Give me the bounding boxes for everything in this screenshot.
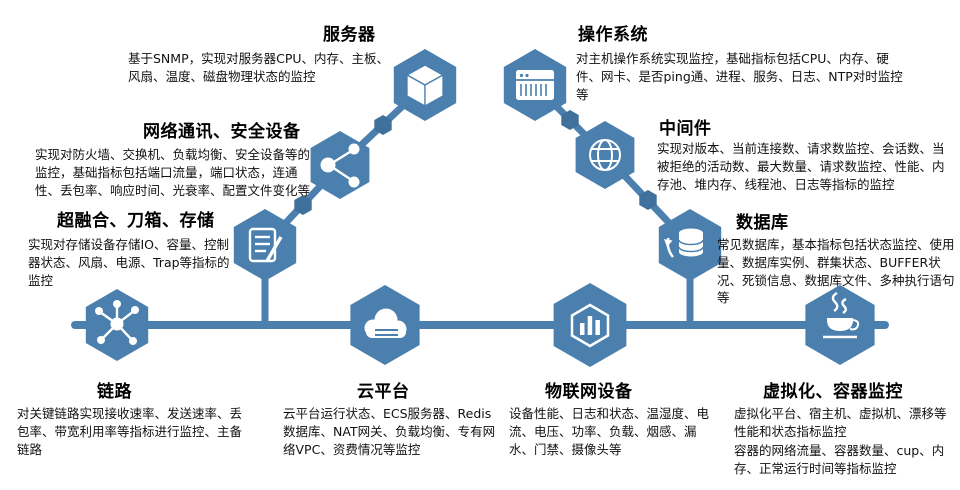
server-rack-icon <box>516 70 554 100</box>
middleware-description: 实现对版本、当前连接数、请求数监控、会话数、当被拒绝的活动数、最大数量、请求数监… <box>657 141 945 192</box>
database-description: 常见数据库，基本指标包括状态监控、使用量、数据库实例、群集状态、BUFFER状况… <box>717 237 955 306</box>
cloud-server-icon <box>364 308 407 338</box>
middleware-hexagon <box>575 121 635 189</box>
server-title: 服务器 <box>323 25 376 45</box>
middleware-title: 中间件 <box>659 119 712 139</box>
hexagon-bars-icon <box>570 303 610 348</box>
database-refresh-icon <box>664 228 704 258</box>
storage-description: 实现对存储设备存储IO、容量、控制器状态、风扇、电源、Trap等指标的监控 <box>28 237 230 288</box>
cloud-title: 云平台 <box>357 382 410 402</box>
server-description: 基于SNMP，实现对服务器CPU、内存、主板、风扇、温度、磁盘物理状态的监控 <box>128 51 390 84</box>
virtualization-title: 虚拟化、容器监控 <box>763 382 903 402</box>
iot-description: 设备性能、日志和状态、温湿度、电流、电压、功率、负载、烟感、漏水、门禁、摄像头等 <box>509 406 710 457</box>
os-description: 对主机操作系统实现监控，基础指标包括CPU、内存、硬件、网卡、是否ping通、进… <box>576 51 903 102</box>
virtualization-description-2: 容器的网络流量、容器数量、cup、内存、正常运行时间等指标监控 <box>734 443 945 476</box>
cloud-description: 云平台运行状态、ECS服务器、Redis数据库、NAT网关、负载均衡、专有网络V… <box>283 406 496 457</box>
scroll-pen-icon <box>248 227 283 263</box>
os-title: 操作系统 <box>578 25 648 45</box>
link-description: 对关键链路实现接收速率、发送速率、丢包率、带宽利用率等指标进行监控、主备链路 <box>17 406 243 457</box>
branch-node-hexagon <box>639 190 657 210</box>
iot-title: 物联网设备 <box>545 382 633 402</box>
branch-node-hexagon <box>374 115 392 135</box>
branch-node-hexagon <box>294 195 312 215</box>
storage-title: 超融合、刀箱、存储 <box>57 211 215 231</box>
virtualization-description-1: 虚拟化平台、宿主机、虚拟机、漂移等性能和状态指标监控 <box>734 406 947 439</box>
link-title: 链路 <box>97 382 132 402</box>
java-cup-icon <box>823 291 860 339</box>
hub-topology-icon <box>95 300 139 345</box>
branch-node-hexagon <box>561 110 579 130</box>
share-nodes-icon <box>320 143 360 188</box>
cube-icon <box>405 64 445 108</box>
globe-icon <box>589 139 621 171</box>
database-title: 数据库 <box>736 213 789 233</box>
network-title: 网络通讯、安全设备 <box>143 122 301 142</box>
network-description: 实现对防火墙、交换机、负载均衡、安全设备等的监控，基础指标包括端口流量，端口状态… <box>35 147 311 198</box>
